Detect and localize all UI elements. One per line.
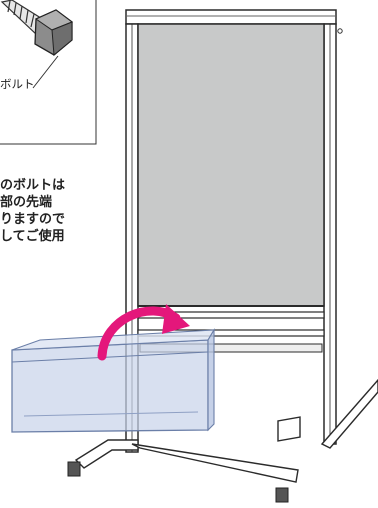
note-line: 部の先端	[0, 195, 53, 210]
pamphlet-tray	[11, 328, 216, 433]
sign-stand	[67, 9, 378, 503]
bolt-label: ボルト	[0, 77, 35, 91]
bolt-note: のボルトは 部の先端 りますので してご使用	[0, 177, 65, 245]
curved-arrow-icon	[97, 304, 190, 361]
note-line: してご使用	[0, 229, 65, 244]
note-line: のボルトは	[0, 178, 66, 193]
bolt-callout	[0, 0, 97, 145]
hex-bolt-icon	[0, 0, 74, 57]
note-line: りますので	[0, 212, 66, 227]
